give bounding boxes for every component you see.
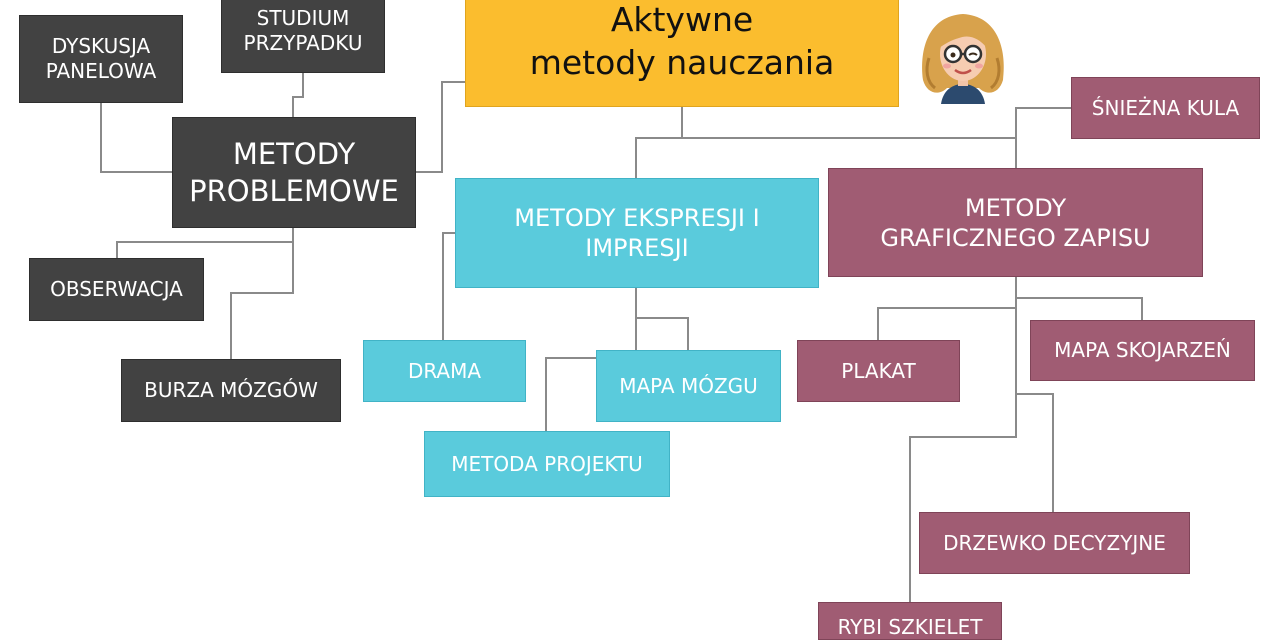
root-node: Aktywne metody nauczania — [465, 0, 899, 107]
node-metody-graficznego-zapisu: METODY GRAFICZNEGO ZAPISU — [828, 168, 1203, 277]
node-metoda-projektu: METODA PROJEKTU — [424, 431, 670, 497]
node-mapa-mozgu: MAPA MÓZGU — [596, 350, 781, 422]
link-graficzne-drzewko — [1015, 298, 1054, 512]
link-root-problemowe — [416, 81, 465, 173]
node-mapa-skojarzen: MAPA SKOJARZEŃ — [1030, 320, 1255, 381]
link-ekspresji-mapa — [635, 288, 689, 350]
link-graficzne-skojarzen — [1016, 297, 1143, 320]
link-problemowe-dyskusja — [100, 103, 172, 173]
link-graficzne-plakat — [877, 277, 1017, 340]
node-metody-ekspresji: METODY EKSPRESJI I IMPRESJI — [455, 178, 819, 288]
link-problemowe-studium — [292, 73, 304, 117]
node-drama: DRAMA — [363, 340, 526, 402]
link-problemowe-obserwacja — [116, 228, 294, 258]
node-obserwacja: OBSERWACJA — [29, 258, 204, 321]
node-drzewko-decyzyjne: DRZEWKO DECYZYJNE — [919, 512, 1190, 574]
link-root-ekspresji — [635, 107, 683, 178]
node-metody-problemowe: METODY PROBLEMOWE — [172, 117, 416, 228]
link-ekspresji-projekt — [545, 318, 637, 431]
link-problemowe-burza — [230, 228, 294, 359]
node-dyskusja-panelowa: DYSKUSJA PANELOWA — [19, 15, 183, 103]
node-rybi-szkielet: RYBI SZKIELET — [818, 602, 1002, 640]
link-ekspresji-drama — [442, 232, 455, 340]
node-plakat: PLAKAT — [797, 340, 960, 402]
woman-with-glasses-avatar-icon — [922, 14, 1004, 104]
link-root-graficzne — [682, 137, 1017, 168]
node-burza-mozgow: BURZA MÓZGÓW — [121, 359, 341, 422]
link-graficzne-rybi — [909, 394, 1017, 602]
link-graficzne-sniezna — [1015, 107, 1071, 138]
node-studium-przypadku: STUDIUM PRZYPADKU — [221, 0, 385, 73]
node-sniezna-kula: ŚNIEŻNA KULA — [1071, 77, 1260, 139]
